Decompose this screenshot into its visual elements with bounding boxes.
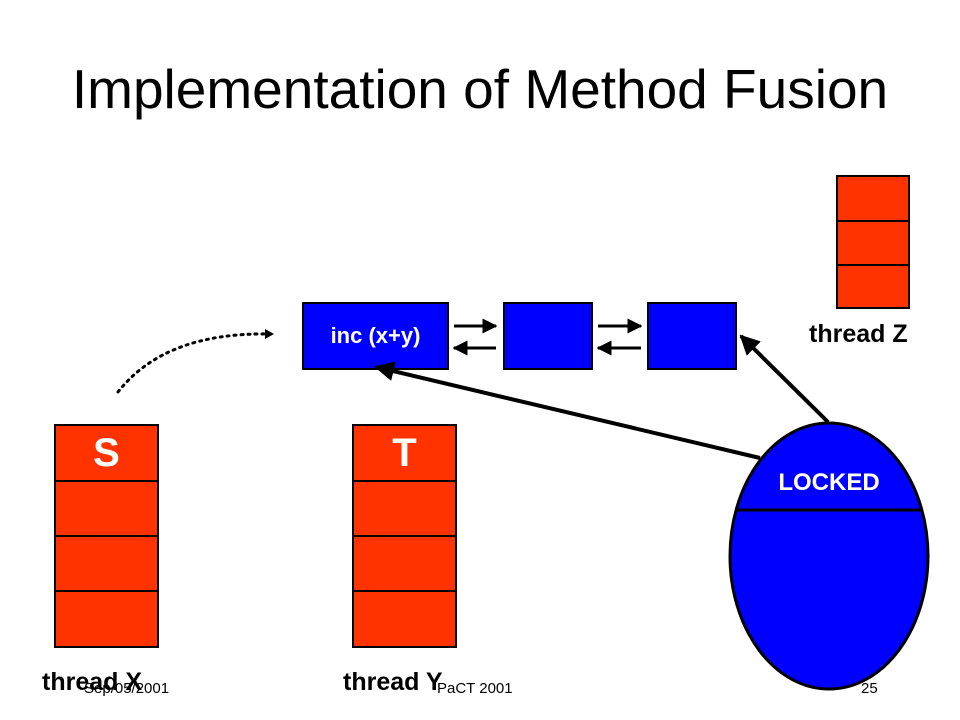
footer-date: Sep/05/2001 <box>84 680 170 697</box>
method-box-3 <box>647 302 737 370</box>
method-box-1-label: inc (x+y) <box>330 323 421 348</box>
footer-conference: PaCT 2001 <box>437 680 513 697</box>
thread-y-stack <box>352 424 457 648</box>
footer-page-number: 25 <box>861 680 878 697</box>
thread-z-label: thread Z <box>809 320 908 348</box>
method-box-2 <box>503 302 593 370</box>
method-box-1 <box>302 302 449 370</box>
thread-x-stack <box>54 424 159 648</box>
thread-x-top-frame-label: S <box>93 431 120 475</box>
thread-x-label: thread X <box>42 668 143 696</box>
dotted-arrowhead <box>265 329 274 339</box>
slide-title: Implementation of Method Fusion <box>71 58 889 120</box>
lock-object <box>728 421 930 691</box>
dotted-pointer-arrow <box>116 332 272 394</box>
lock-arrow-to-first-box <box>374 361 761 460</box>
thread-z-stack <box>836 175 910 309</box>
thread-y-top-frame-label: T <box>392 431 417 475</box>
thread-y-label: thread Y <box>343 668 443 696</box>
lock-arrow-to-third-box <box>739 334 830 424</box>
lock-label: LOCKED <box>778 469 880 496</box>
